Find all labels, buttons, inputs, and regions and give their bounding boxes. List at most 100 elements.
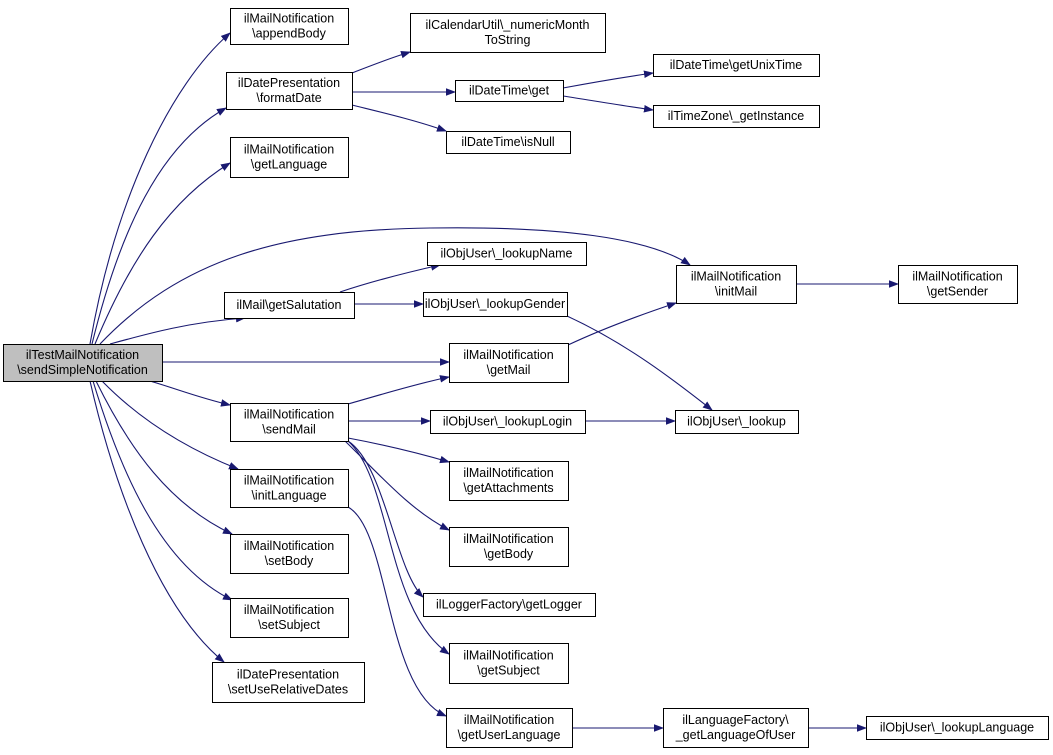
node-box[interactable] bbox=[226, 72, 353, 110]
node-lookupName[interactable]: ilObjUser\_lookupName bbox=[427, 242, 587, 266]
node-unixTime[interactable]: ilDateTime\getUnixTime bbox=[653, 54, 820, 77]
node-box[interactable] bbox=[446, 131, 571, 154]
node-label-line: ilMailNotification bbox=[244, 539, 334, 553]
edge-arrow bbox=[339, 263, 441, 293]
node-label-line: ilObjUser\_lookupGender bbox=[425, 297, 565, 311]
node-box[interactable] bbox=[224, 292, 355, 319]
edge-arrow bbox=[149, 380, 231, 407]
node-appendBody[interactable]: ilMailNotification\appendBody bbox=[230, 8, 349, 45]
node-label-line: ilDatePresentation bbox=[237, 668, 339, 682]
node-box[interactable] bbox=[449, 461, 569, 501]
node-box[interactable] bbox=[898, 265, 1018, 304]
edge-arrow bbox=[347, 440, 424, 598]
node-label-line: \getSender bbox=[927, 285, 988, 299]
node-getSubject[interactable]: ilMailNotification\getSubject bbox=[449, 643, 569, 684]
node-box[interactable] bbox=[230, 469, 349, 508]
node-box[interactable] bbox=[410, 13, 606, 53]
node-box[interactable] bbox=[676, 265, 797, 304]
node-sendMail[interactable]: ilMailNotification\sendMail bbox=[230, 403, 349, 442]
node-getBody[interactable]: ilMailNotification\getBody bbox=[449, 527, 569, 567]
node-box[interactable] bbox=[449, 343, 569, 383]
edge-getMail-to-initMail bbox=[567, 302, 677, 346]
edge-root-to-formatDate bbox=[91, 107, 227, 345]
node-lookupGender[interactable]: ilObjUser\_lookupGender bbox=[423, 292, 568, 317]
node-label-line: \initLanguage bbox=[251, 489, 326, 503]
node-label-line: \setBody bbox=[265, 554, 314, 568]
edge-dtGet-to-tzInstance bbox=[562, 95, 654, 113]
node-box[interactable] bbox=[449, 527, 569, 567]
node-setUseRelativeDates[interactable]: ilDatePresentation\setUseRelativeDates bbox=[212, 662, 365, 703]
node-lookupLanguage[interactable]: ilObjUser\_lookupLanguage bbox=[866, 716, 1049, 740]
node-tzInstance[interactable]: ilTimeZone\_getInstance bbox=[653, 105, 820, 128]
edge-dtGet-to-unixTime bbox=[562, 70, 654, 89]
node-box[interactable] bbox=[3, 344, 163, 382]
edge-arrow bbox=[101, 380, 239, 470]
node-dtGet[interactable]: ilDateTime\get bbox=[455, 80, 564, 102]
node-box[interactable] bbox=[230, 534, 349, 574]
node-box[interactable] bbox=[653, 105, 820, 128]
edge-root-to-setBody bbox=[95, 380, 233, 535]
node-lookupLogin[interactable]: ilObjUser\_lookupLogin bbox=[430, 410, 586, 434]
node-box[interactable] bbox=[446, 708, 573, 748]
node-formatDate[interactable]: ilDatePresentation\formatDate bbox=[226, 72, 353, 110]
node-label-line: ilMailNotification bbox=[244, 408, 334, 422]
node-label-line: ToString bbox=[485, 33, 531, 47]
edge-root-to-setSubject bbox=[92, 380, 233, 601]
node-label-line: ilTimeZone\_getInstance bbox=[668, 109, 804, 123]
node-initMail[interactable]: ilMailNotification\initMail bbox=[676, 265, 797, 304]
node-label-line: ilMailNotification bbox=[463, 649, 553, 663]
node-label-line: ilLoggerFactory\getLogger bbox=[436, 598, 582, 612]
node-box[interactable] bbox=[423, 292, 568, 317]
node-box[interactable] bbox=[230, 598, 349, 638]
node-getAttachments[interactable]: ilMailNotification\getAttachments bbox=[449, 461, 569, 501]
node-label-line: \getSubject bbox=[477, 664, 540, 678]
edge-arrow bbox=[89, 380, 225, 663]
edge-initLanguage-to-getUserLanguage bbox=[347, 506, 447, 717]
node-box[interactable] bbox=[653, 54, 820, 77]
edge-formatDate-to-isNull bbox=[351, 104, 447, 132]
edge-root-to-appendBody bbox=[89, 32, 231, 345]
edge-lookupGender-to-lookup bbox=[566, 315, 713, 411]
node-box[interactable] bbox=[866, 716, 1049, 740]
edges bbox=[89, 32, 899, 732]
node-setSubject[interactable]: ilMailNotification\setSubject bbox=[230, 598, 349, 638]
node-langOfUser[interactable]: ilLanguageFactory\_getLanguageOfUser bbox=[663, 708, 809, 748]
node-label-line: ilMailNotification bbox=[691, 270, 781, 284]
node-label-line: \setUseRelativeDates bbox=[228, 683, 348, 697]
node-box[interactable] bbox=[455, 80, 564, 102]
node-isNull[interactable]: ilDateTime\isNull bbox=[446, 131, 571, 154]
node-label-line: ilDateTime\isNull bbox=[461, 135, 554, 149]
node-getLogger[interactable]: ilLoggerFactory\getLogger bbox=[423, 593, 596, 617]
node-label-line: ilObjUser\_lookupLanguage bbox=[880, 721, 1034, 735]
node-lookup[interactable]: ilObjUser\_lookup bbox=[675, 410, 799, 434]
node-box[interactable] bbox=[230, 403, 349, 442]
edge-arrow bbox=[351, 50, 411, 74]
node-getSender[interactable]: ilMailNotification\getSender bbox=[898, 265, 1018, 304]
node-box[interactable] bbox=[212, 662, 365, 703]
node-getUserLanguage[interactable]: ilMailNotification\getUserLanguage bbox=[446, 708, 573, 748]
node-label-line: ilObjUser\_lookupName bbox=[440, 247, 572, 261]
node-box[interactable] bbox=[449, 643, 569, 684]
node-box[interactable] bbox=[430, 410, 586, 434]
node-root[interactable]: ilTestMailNotification\sendSimpleNotific… bbox=[3, 344, 163, 382]
node-initLanguage[interactable]: ilMailNotification\initLanguage bbox=[230, 469, 349, 508]
node-getMail[interactable]: ilMailNotification\getMail bbox=[449, 343, 569, 383]
edge-sendMail-to-getBody bbox=[344, 440, 450, 531]
edge-arrow bbox=[94, 162, 231, 345]
node-box[interactable] bbox=[423, 593, 596, 617]
node-box[interactable] bbox=[230, 8, 349, 45]
node-box[interactable] bbox=[230, 137, 349, 178]
node-getSalutation[interactable]: ilMail\getSalutation bbox=[224, 292, 355, 319]
node-getLanguage[interactable]: ilMailNotification\getLanguage bbox=[230, 137, 349, 178]
node-box[interactable] bbox=[675, 410, 799, 434]
node-box[interactable] bbox=[427, 242, 587, 266]
node-box[interactable] bbox=[663, 708, 809, 748]
edge-root-to-sendMail bbox=[149, 380, 231, 407]
node-setBody[interactable]: ilMailNotification\setBody bbox=[230, 534, 349, 574]
node-label-line: ilLanguageFactory\ bbox=[682, 713, 789, 727]
edge-sendMail-to-getMail bbox=[347, 375, 450, 405]
edge-arrow bbox=[99, 227, 691, 345]
edge-arrow bbox=[347, 437, 450, 464]
node-label-line: \initMail bbox=[715, 285, 757, 299]
